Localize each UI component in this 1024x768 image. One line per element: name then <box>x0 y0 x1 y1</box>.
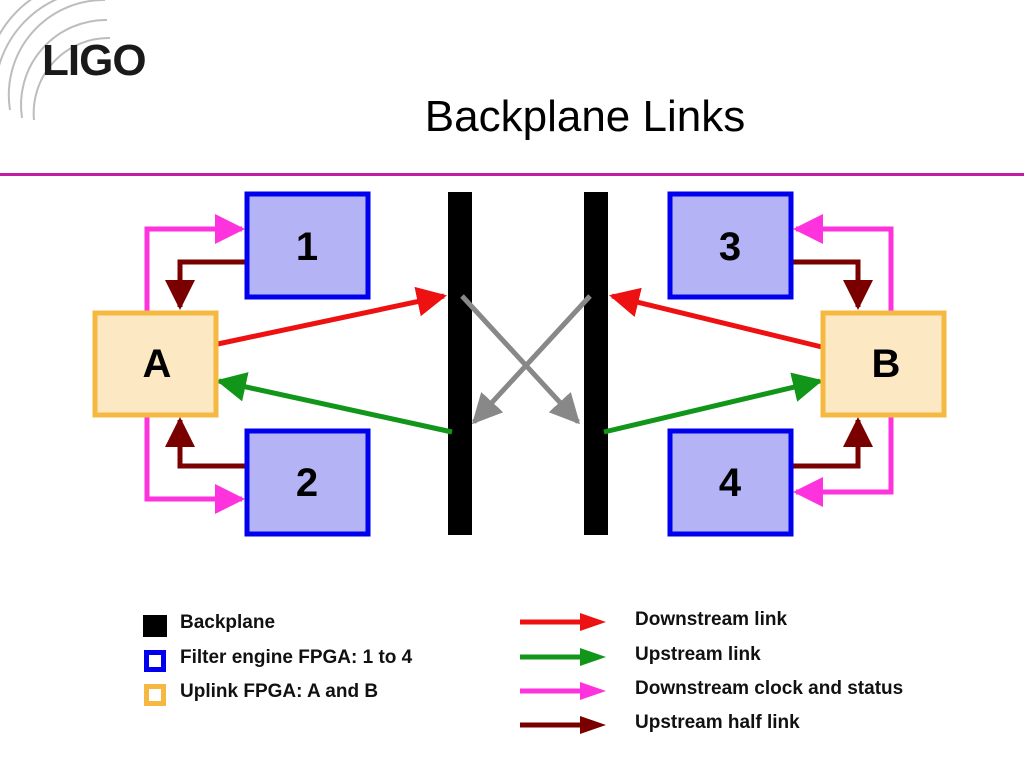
legend-arrow-clock-status <box>520 682 606 700</box>
upstream-link-a <box>216 372 453 435</box>
uplink-label-b: B <box>872 342 901 386</box>
clock-status-link-b-4 <box>793 414 894 507</box>
fpga-box-1 <box>244 191 371 300</box>
legend-label-uplink: Uplink FPGA: A and B <box>180 681 379 702</box>
fpga-label-3: 3 <box>719 225 741 269</box>
legend-label-half-link: Upstream half link <box>635 712 800 733</box>
legend-label-filter-engine: Filter engine FPGA: 1 to 4 <box>180 647 413 668</box>
upstream-link-b <box>603 372 823 435</box>
downstream-link-a <box>212 286 447 348</box>
legend-label-clock-status: Downstream clock and status <box>635 678 904 699</box>
fpga-box-2 <box>244 428 371 537</box>
uplink-box-b <box>820 310 947 418</box>
half-link-2-a <box>165 417 247 469</box>
crossover-link-1 <box>460 294 581 425</box>
backplane-bar-left <box>448 192 472 535</box>
legend-label-backplane: Backplane <box>180 612 276 633</box>
clock-status-link-b-3 <box>793 214 894 314</box>
fpga-label-2: 2 <box>296 461 318 505</box>
legend-arrow-downstream <box>520 613 606 631</box>
clock-status-link-a-1 <box>144 214 245 314</box>
downstream-link-b <box>609 287 827 351</box>
legend-label-upstream: Upstream link <box>635 644 761 665</box>
legend-swatch-uplink <box>144 684 166 706</box>
legend-arrow-half-link <box>520 716 606 734</box>
backplane-bar-right <box>584 192 608 535</box>
legend-swatch-filter-engine <box>144 650 166 672</box>
slide-title: Backplane Links <box>424 92 746 141</box>
uplink-label-a: A <box>143 342 172 386</box>
ligo-logo: LIGO <box>42 36 147 85</box>
half-link-3-b <box>791 259 873 310</box>
uplink-box-a <box>92 310 219 418</box>
title-divider <box>0 173 1024 176</box>
legend-arrow-upstream <box>520 648 606 666</box>
fpga-label-1: 1 <box>296 225 318 269</box>
legend-label-downstream: Downstream link <box>635 609 788 630</box>
ligo-logo-swoosh-icon <box>0 0 111 120</box>
fpga-label-4: 4 <box>719 461 742 505</box>
half-link-4-b <box>791 417 873 469</box>
clock-status-link-a-2 <box>144 414 245 514</box>
half-link-1-a <box>165 259 247 310</box>
crossover-link-2 <box>471 294 592 425</box>
fpga-box-4 <box>667 428 794 537</box>
fpga-box-3 <box>667 191 794 300</box>
legend-swatch-backplane <box>143 615 167 637</box>
